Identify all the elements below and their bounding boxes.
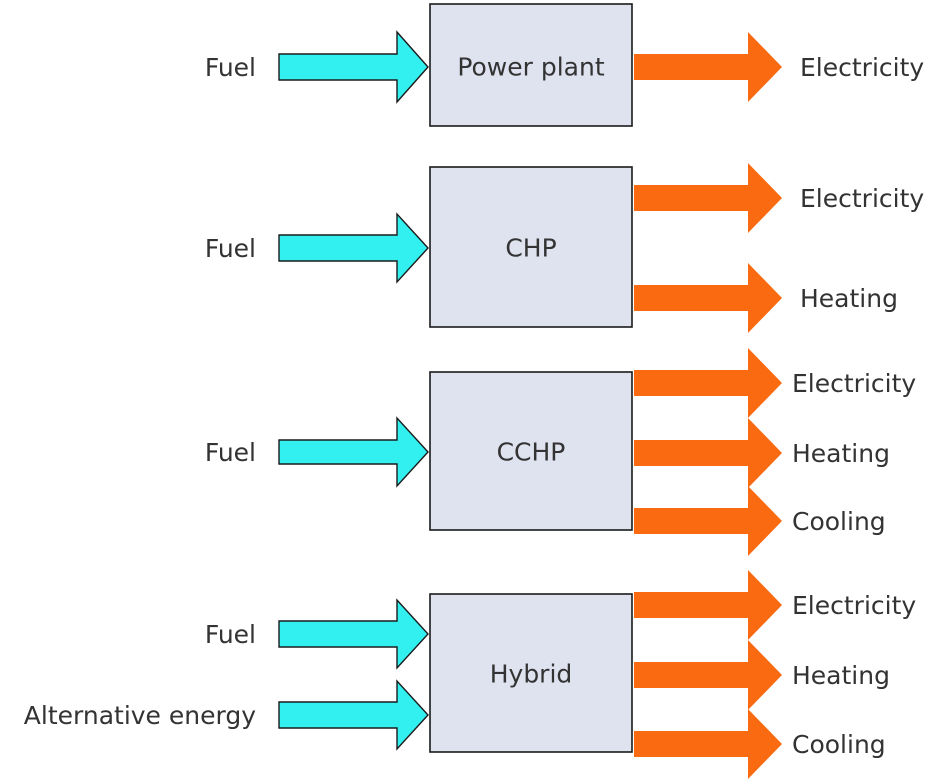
input-label: Fuel <box>205 438 256 467</box>
input-label: Fuel <box>205 620 256 649</box>
input-arrow <box>278 598 429 670</box>
output-arrow <box>634 709 782 779</box>
system-box <box>429 593 633 753</box>
system-chp: Fuel CHP Electricity Heating <box>205 163 924 333</box>
system-name: Hybrid <box>490 660 573 689</box>
output-arrow <box>634 32 782 102</box>
output-label: Cooling <box>792 730 886 759</box>
output-arrow <box>634 570 782 640</box>
output-label: Electricity <box>792 369 916 398</box>
system-name: CHP <box>505 234 556 263</box>
output-label: Electricity <box>800 184 924 213</box>
system-hybrid: Fuel Alternative energy Hybrid Electrici… <box>24 570 916 779</box>
output-arrow <box>634 348 782 418</box>
system-box <box>429 3 633 127</box>
system-cchp: Fuel CCHP Electricity Heating Cooling <box>205 348 916 556</box>
output-label: Heating <box>800 284 898 313</box>
system-box <box>429 371 633 531</box>
system-name: Power plant <box>457 53 605 82</box>
input-arrow <box>278 30 429 104</box>
system-name: CCHP <box>497 438 566 467</box>
output-arrow <box>634 163 782 233</box>
input-label: Alternative energy <box>24 701 256 730</box>
output-label: Cooling <box>792 507 886 536</box>
system-power-plant: Fuel Power plant Electricity <box>205 3 924 127</box>
output-arrow <box>634 486 782 556</box>
output-label: Electricity <box>792 591 916 620</box>
output-arrow <box>634 263 782 333</box>
input-arrow <box>278 212 429 284</box>
output-label: Heating <box>792 439 890 468</box>
input-arrow <box>278 679 429 751</box>
output-arrow <box>634 640 782 710</box>
input-arrow <box>278 416 429 488</box>
system-box <box>429 166 633 328</box>
input-label: Fuel <box>205 53 256 82</box>
output-label: Electricity <box>800 53 924 82</box>
output-label: Heating <box>792 661 890 690</box>
output-arrow <box>634 418 782 488</box>
input-label: Fuel <box>205 234 256 263</box>
